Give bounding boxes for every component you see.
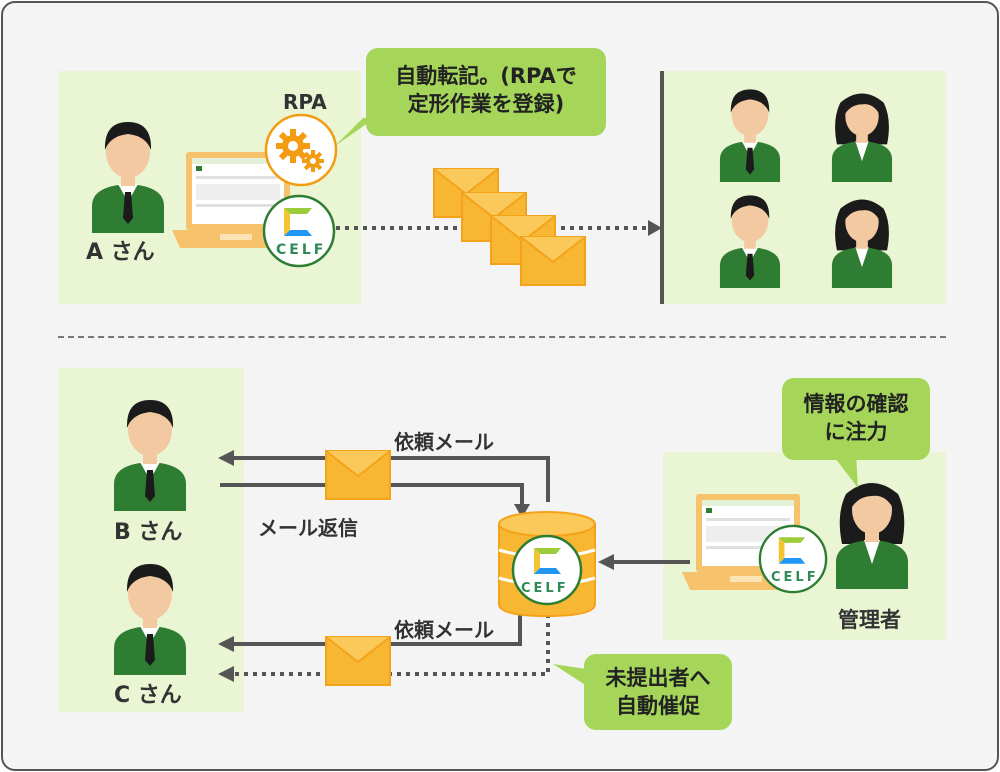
person-b-label: B さん [114,520,183,545]
bubble-tail [335,118,375,146]
rpa-bubble: 自動転記。(RPAで 定形作業を登録) [366,48,606,136]
person-c-label: C さん [114,683,182,708]
rpa-label: RPA [283,90,327,114]
recipient-male-icon [719,195,781,288]
reply-mail-label: メール返信 [258,516,358,540]
rpa-bubble-line-2: 定形作業を登録) [407,92,565,116]
manager-bubble-line-2: に注力 [824,420,888,444]
reminder-bubble-tail [553,664,593,690]
manager-label: 管理者 [838,608,901,632]
db-logo-text: CELF [521,581,569,596]
section-separator [58,336,946,338]
rpa-bubble-line-1: 自動転記。(RPAで [395,64,577,88]
recipient-female-icon [831,93,893,182]
manager-bubble-line-1: 情報の確認 [803,392,909,416]
request-mail-label-top: 依頼メール [394,430,494,454]
reminder-bubble: 未提出者へ 自動催促 [584,654,732,730]
rpa-gear-icon [264,113,338,187]
person-c-icon [114,564,186,675]
recipient-male-icon [719,89,781,182]
person-b-icon [114,400,186,511]
person-a-icon [92,122,164,233]
person-a-label: A さん [86,240,155,265]
panel-recipients [663,71,946,304]
reminder-bubble-line-2: 自動催促 [616,694,700,718]
envelope-icon [325,450,391,500]
manager-celf-logo-icon [758,524,828,594]
celf-logo-text: CELF [276,242,327,258]
celf-database-icon [498,511,596,618]
reminder-bubble-line-1: 未提出者へ [605,666,711,690]
envelope-icon [520,236,586,286]
celf-logo-icon [262,194,336,268]
manager-bubble-tail [832,454,858,488]
manager-icon [836,483,908,589]
manager-celf-logo-text: CELF [771,570,819,585]
recipient-female-icon [831,199,893,288]
recipients-divider [660,71,664,304]
request-mail-label-bottom: 依頼メール [394,618,494,642]
envelope-icon [325,636,391,686]
manager-bubble: 情報の確認 に注力 [782,378,930,460]
laptop-manager-icon [682,494,812,590]
